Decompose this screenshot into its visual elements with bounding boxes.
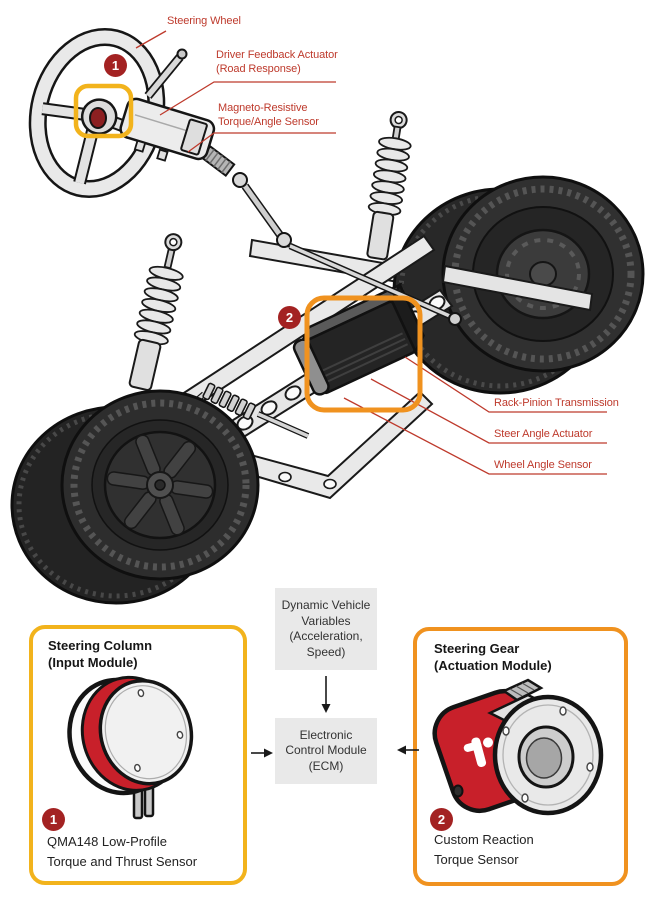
front-left-wheel <box>10 389 260 605</box>
qma148-sensor-illustration <box>67 675 194 820</box>
actuation-module-title: Steering Gear (Actuation Module) <box>434 641 552 674</box>
dynamic-variables-line4: Speed) <box>306 644 346 659</box>
sensor-brand-logo <box>463 737 494 767</box>
chassis-illustration <box>10 27 645 605</box>
input-module-title-line1: Steering Column <box>48 638 153 653</box>
callout-driver-feedback-line1: Driver Feedback Actuator <box>216 49 338 61</box>
input-module-caption-line2: Torque and Thrust Sensor <box>47 853 198 869</box>
turn-signal-stalk <box>144 48 188 99</box>
steer-actuator-box <box>292 282 425 396</box>
dynamic-variables-line3: (Acceleration, <box>289 629 363 643</box>
input-module-caption-line1: QMA148 Low-Profile <box>47 834 167 849</box>
actuation-module-title-line1: Steering Gear <box>434 641 520 656</box>
callout-magneto-line1: Magneto-Resistive <box>218 102 308 114</box>
left-shock-absorber <box>128 233 184 391</box>
callout-driver-feedback: Driver Feedback Actuator (Road Response) <box>216 49 338 76</box>
dynamic-variables-line1: Dynamic Vehicle <box>281 598 371 612</box>
dynamic-variables-line2: Variables <box>301 613 351 628</box>
input-module-title-line2: (Input Module) <box>48 654 138 670</box>
ecm-box: Electronic Control Module (ECM) <box>275 718 377 784</box>
callout-magneto-line2: Torque/Angle Sensor <box>218 115 319 128</box>
callout-steering-wheel: Steering Wheel <box>167 15 241 27</box>
ecm-line1: Electronic <box>299 727 353 742</box>
actuation-module-box: Steering Gear (Actuation Module) <box>413 627 628 886</box>
input-module-title: Steering Column (Input Module) <box>48 638 152 671</box>
axle-stub <box>441 264 594 312</box>
actuation-module-caption: Custom Reaction Torque Sensor <box>434 830 534 869</box>
callout-magneto-sensor: Magneto-Resistive Torque/Angle Sensor <box>218 102 319 129</box>
input-module-caption: QMA148 Low-Profile Torque and Thrust Sen… <box>47 832 197 871</box>
actuation-module-title-line2: (Actuation Module) <box>434 657 552 673</box>
input-module-box: Steering Column (Input Module) QMA148 Lo… <box>29 625 247 885</box>
marker-2-steering-gear: 2 <box>278 306 301 329</box>
reaction-torque-sensor-illustration <box>432 678 604 816</box>
marker-2-actuation-module: 2 <box>430 808 453 831</box>
torque-sensor-hub <box>89 107 107 129</box>
callout-rack-pinion: Rack-Pinion Transmission <box>494 397 619 409</box>
marker-1-input-module: 1 <box>42 808 65 831</box>
ecm-line2: Control Module <box>285 743 367 758</box>
actuation-module-caption-line1: Custom Reaction <box>434 832 534 847</box>
callout-wheel-angle: Wheel Angle Sensor <box>494 459 592 471</box>
dynamic-variables-box: Dynamic Vehicle Variables (Acceleration,… <box>275 588 377 670</box>
callout-steer-angle: Steer Angle Actuator <box>494 428 593 440</box>
rear-right-wheel <box>392 175 645 395</box>
marker-1-steering-column: 1 <box>104 54 127 77</box>
right-shock-absorber <box>366 111 412 261</box>
ecm-line3: (ECM) <box>308 758 344 773</box>
actuation-module-caption-line2: Torque Sensor <box>434 851 519 867</box>
callout-driver-feedback-line2: (Road Response) <box>216 62 301 75</box>
